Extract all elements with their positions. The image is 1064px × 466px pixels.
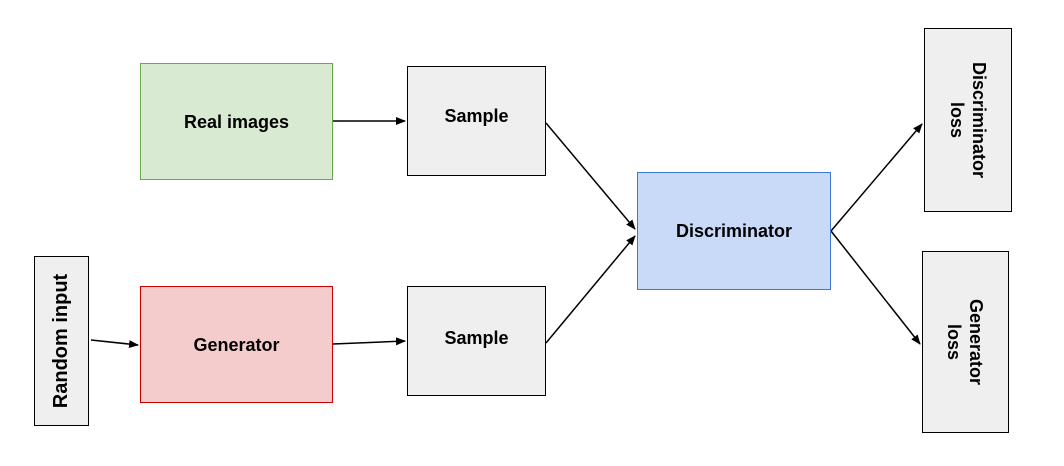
edge-generator-to-sample <box>332 337 406 346</box>
node-discriminator-label: Discriminator <box>675 221 793 241</box>
edge-discriminator-to-generator-loss <box>830 230 921 345</box>
node-sample-fake: Sample <box>407 286 546 396</box>
node-discriminator-loss-line1: Discriminator <box>969 61 990 179</box>
node-real-images-label: Real images <box>183 111 290 132</box>
node-generator-label: Generator <box>193 334 280 355</box>
node-discriminator-loss-line2: loss <box>947 101 968 139</box>
node-sample-real-label: Sample <box>444 106 509 126</box>
node-generator-loss-line2: loss <box>944 323 965 361</box>
node-random-input-label: Random input <box>50 273 73 409</box>
node-sample-fake-label: Sample <box>444 328 509 348</box>
node-generator-loss-line1: Generator <box>966 298 987 386</box>
node-real-images: Real images <box>140 63 333 180</box>
edge-random-to-generator <box>90 339 139 349</box>
node-generator-loss: Generator loss <box>922 251 1009 433</box>
edge-sample-real-to-discriminator <box>545 122 636 230</box>
node-discriminator-loss: Discriminator loss <box>924 28 1012 212</box>
node-discriminator-loss-text: Discriminator loss <box>946 62 990 178</box>
edge-discriminator-to-discriminator-loss <box>830 123 923 232</box>
node-random-input: Random input <box>34 256 89 426</box>
node-generator: Generator <box>140 286 333 403</box>
node-sample-real: Sample <box>407 66 546 176</box>
edge-sample-fake-to-discriminator <box>545 235 636 344</box>
node-generator-loss-text: Generator loss <box>944 299 988 385</box>
node-discriminator: Discriminator <box>637 172 831 290</box>
